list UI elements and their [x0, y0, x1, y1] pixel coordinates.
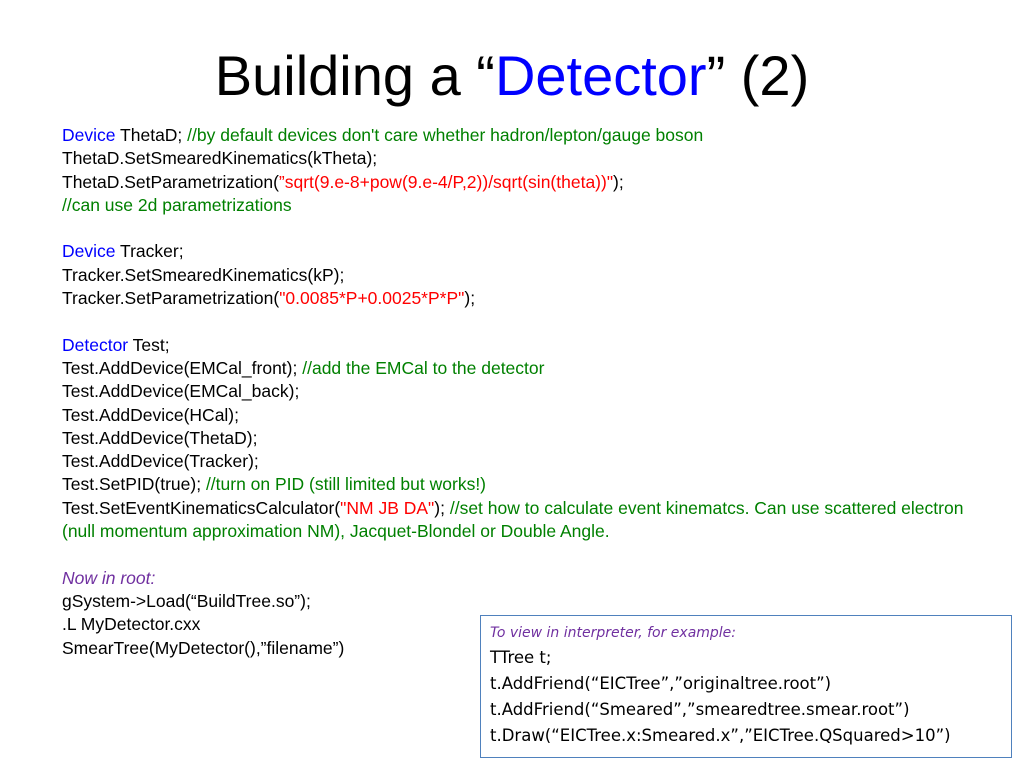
code-line: Test.SetEventKinematicsCalculator("NM JB…: [62, 497, 982, 544]
code-line: Test.AddDevice(EMCal_front); //add the E…: [62, 357, 982, 380]
code-string: "NM JB DA": [340, 497, 435, 518]
code-comment: //by default devices don't care whether …: [187, 125, 704, 145]
box-caption: To view in interpreter, for example:: [490, 625, 737, 641]
code-line: ThetaD.SetParametrization(”sqrt(9.e-8+po…: [62, 171, 982, 194]
root-heading: Now in root:: [62, 567, 156, 588]
title-highlight: Detector: [494, 44, 707, 107]
code-line: ThetaD.SetSmearedKinematics(kTheta);: [62, 148, 378, 169]
code-line: Test.SetPID(true); //turn on PID (still …: [62, 473, 982, 496]
code-line: Detector Test;: [62, 334, 982, 357]
title-suffix: ” (2): [706, 44, 810, 107]
code-text: );: [464, 288, 476, 309]
blank-line: [62, 217, 982, 240]
code-string: ”sqrt(9.e-8+pow(9.e-4/P,2))/sqrt(sin(the…: [278, 171, 614, 192]
code-line: Test.AddDevice(Tracker);: [62, 451, 259, 472]
code-block: Device ThetaD; //by default devices don'…: [62, 124, 982, 660]
code-comment: //add the EMCal to the detector: [302, 357, 545, 378]
box-line: t.AddFriend(“EICTree”,”originaltree.root…: [490, 674, 832, 693]
code-line: Tracker.SetParametrization("0.0085*P+0.0…: [62, 287, 982, 310]
code-text: Test.AddDevice(EMCal_front);: [62, 357, 303, 378]
code-text: Tracker.SetParametrization(: [62, 288, 280, 309]
code-line: Test.AddDevice(ThetaD);: [62, 427, 258, 448]
blank-line: [62, 310, 982, 333]
interpreter-example-box: To view in interpreter, for example: TTr…: [480, 615, 1012, 758]
code-text: ThetaD.SetParametrization(: [62, 171, 279, 192]
keyword: Device: [62, 125, 116, 145]
code-line: .L MyDetector.cxx: [62, 614, 201, 635]
box-line: t.AddFriend(“Smeared”,”smearedtree.smear…: [490, 700, 910, 719]
code-text: Test.SetPID(true);: [62, 474, 206, 495]
code-line: Test.AddDevice(EMCal_back);: [62, 381, 300, 402]
code-comment: //can use 2d parametrizations: [62, 194, 292, 215]
keyword: Detector: [62, 334, 129, 355]
code-text: );: [434, 497, 450, 518]
code-text: Tracker;: [115, 241, 184, 262]
blank-line: [62, 543, 982, 566]
code-line: Device Tracker;: [62, 240, 982, 263]
code-text: Test;: [128, 334, 170, 355]
slide-title: Building a “Detector” (2): [0, 40, 1024, 112]
code-string: "0.0085*P+0.0025*P*P": [279, 288, 465, 309]
code-line: Tracker.SetSmearedKinematics(kP);: [62, 264, 345, 285]
box-line: TTree t;: [490, 648, 552, 667]
code-line: Device ThetaD; //by default devices don'…: [62, 124, 982, 147]
keyword: Device: [62, 241, 116, 262]
box-line: t.Draw(“EICTree.x:Smeared.x”,”EICTree.QS…: [490, 726, 951, 745]
title-prefix: Building a “: [214, 44, 495, 107]
code-line: gSystem->Load(“BuildTree.so”);: [62, 590, 311, 611]
code-comment: //turn on PID (still limited but works!): [205, 474, 487, 495]
code-line: Test.AddDevice(HCal);: [62, 404, 239, 425]
code-text: ThetaD;: [115, 125, 188, 145]
code-comment: //set how to calculate event kinematcs. …: [62, 497, 964, 542]
code-text: );: [613, 171, 624, 192]
code-line: SmearTree(MyDetector(),”filename”): [62, 637, 345, 658]
code-text: Test.SetEventKinematicsCalculator(: [62, 497, 341, 518]
